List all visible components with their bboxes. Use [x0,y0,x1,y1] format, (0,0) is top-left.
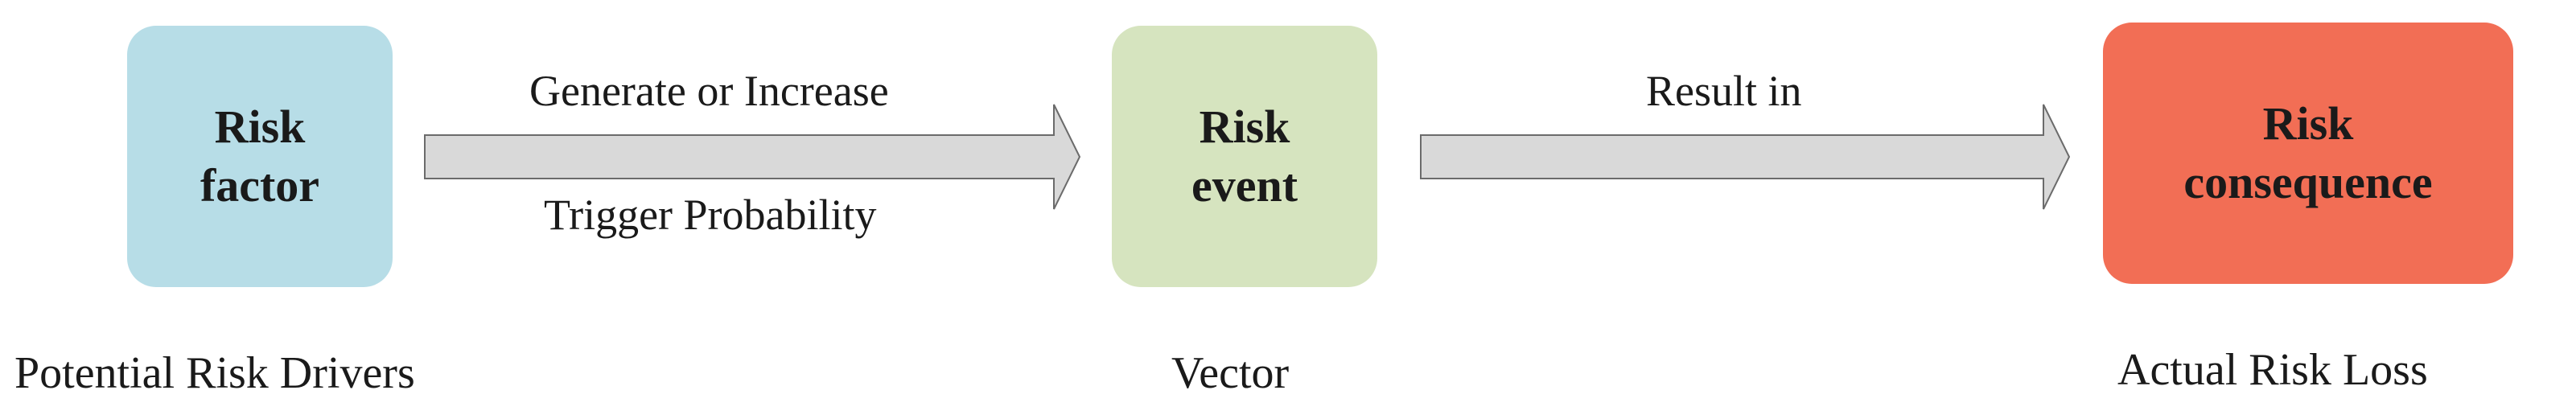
arrow-factor-to-event [424,104,1081,210]
node-risk-consequence-line2: consequence [2183,155,2433,208]
arrow-event-to-consequence [1420,104,2071,210]
caption-potential-risk-drivers: Potential Risk Drivers [14,348,415,398]
node-risk-event: Risk event [1112,26,1377,287]
node-risk-consequence-line1: Risk [2262,97,2354,150]
node-risk-factor: Risk factor [127,26,393,287]
edge-label-result: Result in [1646,67,1802,115]
caption-actual-risk-loss: Actual Risk Loss [2117,345,2428,395]
caption-vector: Vector [1171,348,1290,398]
node-risk-event-line2: event [1191,158,1298,212]
node-risk-event-line1: Risk [1199,101,1290,153]
node-risk-factor-line1: Risk [214,101,306,153]
node-risk-factor-line2: factor [200,158,320,212]
edge-label-generate: Generate or Increase [529,67,889,115]
edge-label-trigger: Trigger Probability [544,191,877,239]
node-risk-consequence: Risk consequence [2103,23,2513,284]
